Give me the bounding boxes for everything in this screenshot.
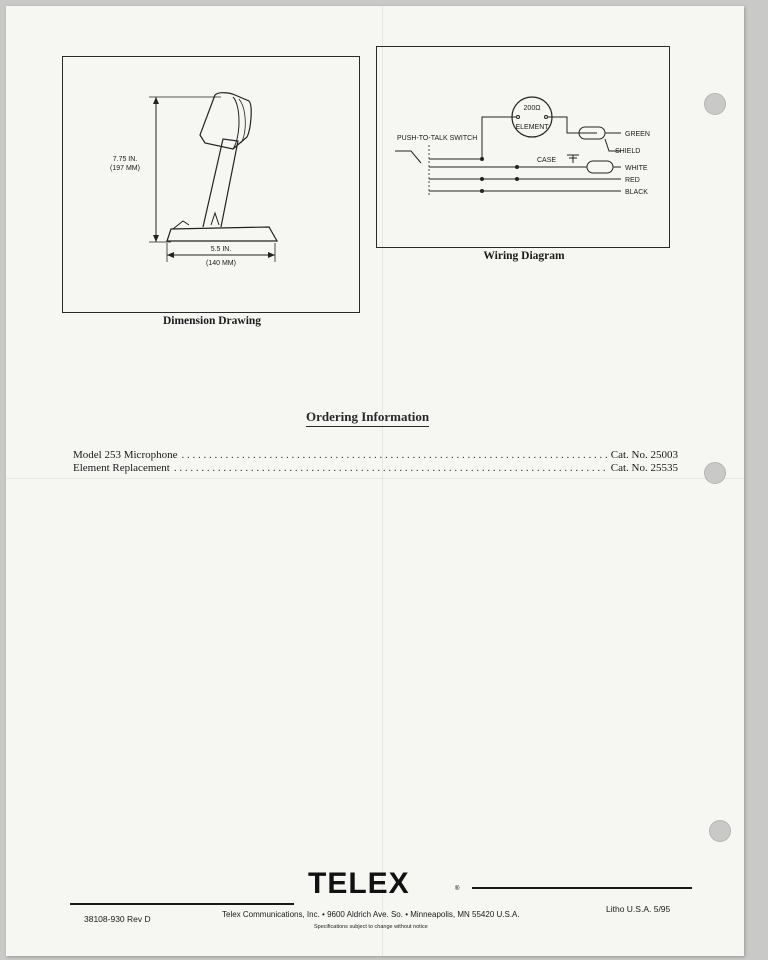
order-row: Element Replacement Cat. No. 25535 xyxy=(73,462,678,474)
height-mm-label: (197 MM) xyxy=(110,165,140,172)
registered-mark: ® xyxy=(455,886,460,892)
wiring-schematic: 200Ω ELEMENT PUSH-TO-TALK SWITCH CASE xyxy=(395,96,650,197)
leader-dots xyxy=(174,462,607,474)
footer-rule-left xyxy=(70,903,294,905)
order-item-cat: Cat. No. 25003 xyxy=(610,449,678,461)
dimension-drawing-caption: Dimension Drawing xyxy=(162,315,262,327)
telex-logo: TELEX xyxy=(308,867,410,900)
litho-note: Litho U.S.A. 5/95 xyxy=(606,904,671,914)
wiring-diagram-frame: 200Ω ELEMENT PUSH-TO-TALK SWITCH CASE xyxy=(376,46,670,248)
leader-dots xyxy=(181,449,606,461)
element-label: ELEMENT xyxy=(515,124,549,131)
punch-hole-bottom xyxy=(709,820,731,842)
case-label: CASE xyxy=(537,157,556,164)
wire-white-label: WHITE xyxy=(625,165,648,172)
company-address: Telex Communications, Inc. • 9600 Aldric… xyxy=(222,910,520,919)
order-item-name: Element Replacement xyxy=(73,462,170,474)
order-item-name: Model 253 Microphone xyxy=(73,449,178,461)
dimension-drawing-frame: 7.75 IN. (197 MM) 5.5 IN. (140 MM) xyxy=(62,56,360,313)
fold-crease-horizontal xyxy=(6,478,744,479)
wire-shield-label: SHIELD xyxy=(615,148,640,155)
height-inches-label: 7.75 IN. xyxy=(113,156,138,163)
wire-black-label: BLACK xyxy=(625,189,648,196)
element-ohms-label: 200Ω xyxy=(524,105,541,112)
specifications-notice: Specifications subject to change without… xyxy=(314,924,428,930)
microphone-drawing: 7.75 IN. (197 MM) 5.5 IN. (140 MM) xyxy=(110,92,279,267)
punch-hole-middle xyxy=(704,462,726,484)
order-row: Model 253 Microphone Cat. No. 25003 xyxy=(73,449,678,461)
fold-crease-vertical xyxy=(382,6,383,956)
footer-rule-right xyxy=(472,887,692,889)
push-to-talk-label: PUSH-TO-TALK SWITCH xyxy=(397,135,477,142)
wire-red-label: RED xyxy=(625,177,640,184)
wire-green-label: GREEN xyxy=(625,131,650,138)
document-number: 38108-930 Rev D xyxy=(84,914,151,924)
wiring-diagram-caption: Wiring Diagram xyxy=(483,250,565,262)
document-page xyxy=(6,6,744,956)
ordering-information-title: Ordering Information xyxy=(306,409,430,427)
width-mm-label: (140 MM) xyxy=(206,260,236,267)
width-inches-label: 5.5 IN. xyxy=(211,246,232,253)
punch-hole-top xyxy=(704,93,726,115)
order-item-cat: Cat. No. 25535 xyxy=(610,462,678,474)
